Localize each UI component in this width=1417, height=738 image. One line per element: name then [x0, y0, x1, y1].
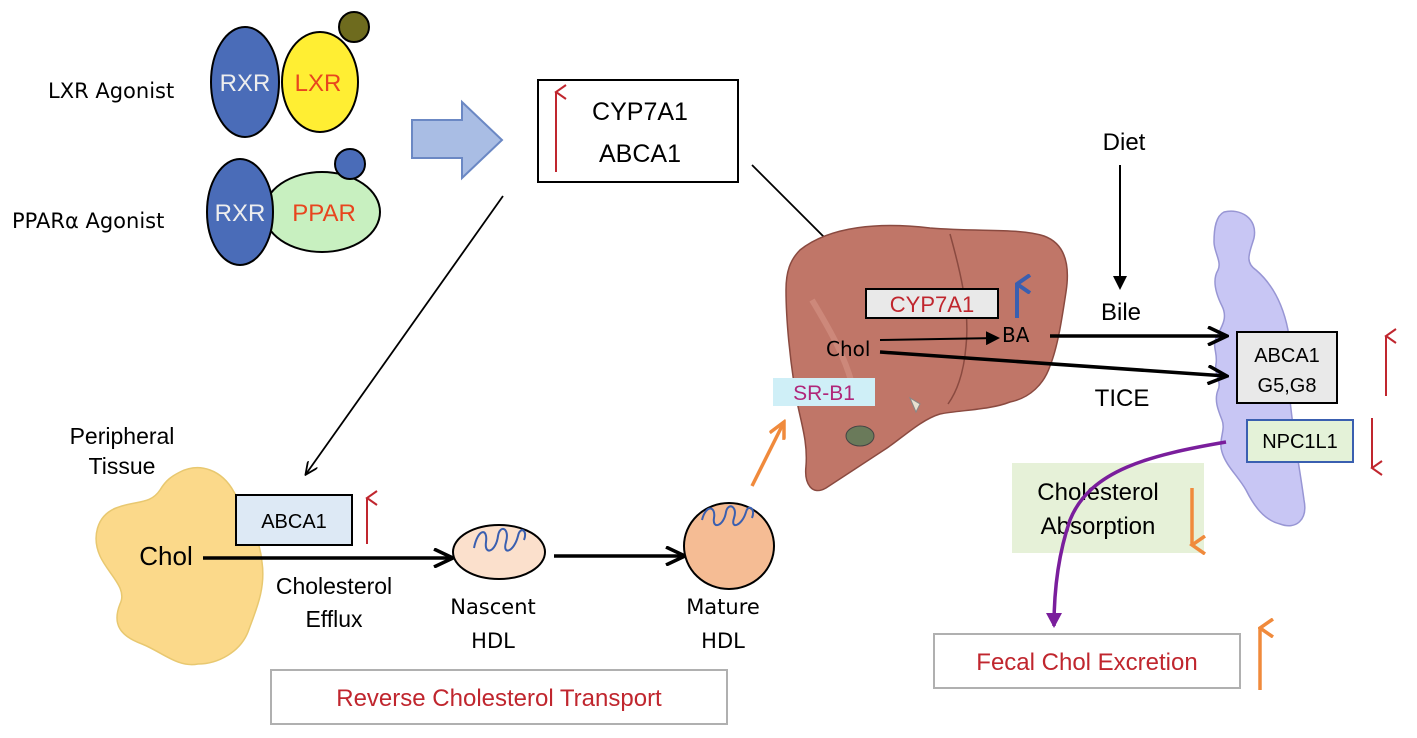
rxr-receptor-bottom	[206, 158, 274, 266]
tissue-abca1-box: ABCA1	[235, 490, 378, 546]
excretion-curve-arrow	[1046, 440, 1227, 628]
target-genes-box: CYP7A1 ABCA1	[537, 79, 739, 183]
fecal-box: Fecal Chol Excretion	[933, 628, 1260, 690]
lxr-receptor	[281, 31, 359, 133]
mature-hdl: Mature HDL	[683, 502, 775, 653]
arrow-to-peripheral	[306, 195, 504, 474]
tissue-abca1-label: ABCA1	[261, 511, 327, 533]
apoa1-squiggle-icon	[473, 527, 527, 552]
activation-block-arrow	[411, 99, 504, 181]
rct-label: Reverse Cholesterol Transport	[336, 685, 662, 712]
absorption-label-2: Absorption	[1041, 513, 1156, 540]
rct-box: Reverse Cholesterol Transport	[270, 669, 728, 725]
lxr-ligand	[338, 11, 370, 43]
efflux-label-1: Cholesterol	[276, 573, 392, 599]
srb1-label: SR-B1	[793, 382, 855, 405]
fecal-label: Fecal Chol Excretion	[976, 649, 1197, 676]
peripheral-tissue: Peripheral Tissue Chol	[70, 423, 264, 666]
lxr-agonist-group: LXR Agonist RXR LXR	[48, 11, 370, 138]
target-gene-cyp7a1: CYP7A1	[592, 98, 688, 126]
intestine-abca1-label-1: ABCA1	[1254, 345, 1320, 367]
chol-to-ba-arrow	[879, 331, 1000, 346]
npc1l1-label: NPC1L1	[1262, 431, 1338, 453]
nascent-hdl-label-2: HDL	[471, 629, 515, 653]
tice-arrow	[879, 350, 1226, 376]
mature-hdl-label-1: Mature	[686, 595, 760, 619]
target-gene-abca1: ABCA1	[599, 140, 681, 168]
diet-label: Diet	[1103, 129, 1146, 156]
nascent-hdl: Nascent HDL	[450, 524, 546, 653]
liver-ba-label: BA	[1002, 323, 1030, 347]
ppar-label: PPAR	[292, 200, 356, 227]
srb1-box: SR-B1	[773, 378, 875, 406]
rxr-bottom-label: RXR	[215, 200, 266, 227]
rxr-receptor-top	[210, 26, 280, 138]
peripheral-title-2: Tissue	[89, 453, 156, 479]
peripheral-title-1: Peripheral	[70, 423, 175, 449]
liver-cyp7a1-box: CYP7A1	[865, 284, 1017, 319]
ppar-ligand	[334, 148, 366, 180]
nascent-hdl-label-1: Nascent	[450, 595, 536, 619]
rxr-top-label: RXR	[220, 70, 271, 97]
bile-label: Bile	[1101, 299, 1141, 326]
efflux-label-2: Efflux	[305, 606, 363, 632]
tice-label: TICE	[1095, 385, 1150, 412]
intestine-abca1-box: ABCA1 G5,G8	[1236, 328, 1397, 404]
lxr-agonist-label: LXR Agonist	[48, 79, 174, 103]
tissue-chol-label: Chol	[139, 541, 192, 571]
ppar-agonist-group: PPARα Agonist RXR PPAR	[12, 148, 381, 266]
npc1l1-box: NPC1L1	[1246, 418, 1383, 476]
mature-hdl-label-2: HDL	[701, 629, 745, 653]
liver-cyp7a1-label: CYP7A1	[890, 292, 974, 317]
lxr-label: LXR	[295, 70, 342, 97]
liver-chol-label: Chol	[826, 337, 870, 361]
apoa1-squiggle-icon	[701, 505, 755, 527]
ppar-agonist-label: PPARα Agonist	[12, 209, 164, 233]
hdl-to-liver-arrow	[750, 422, 784, 487]
intestine-abca1-label-2: G5,G8	[1258, 375, 1317, 397]
